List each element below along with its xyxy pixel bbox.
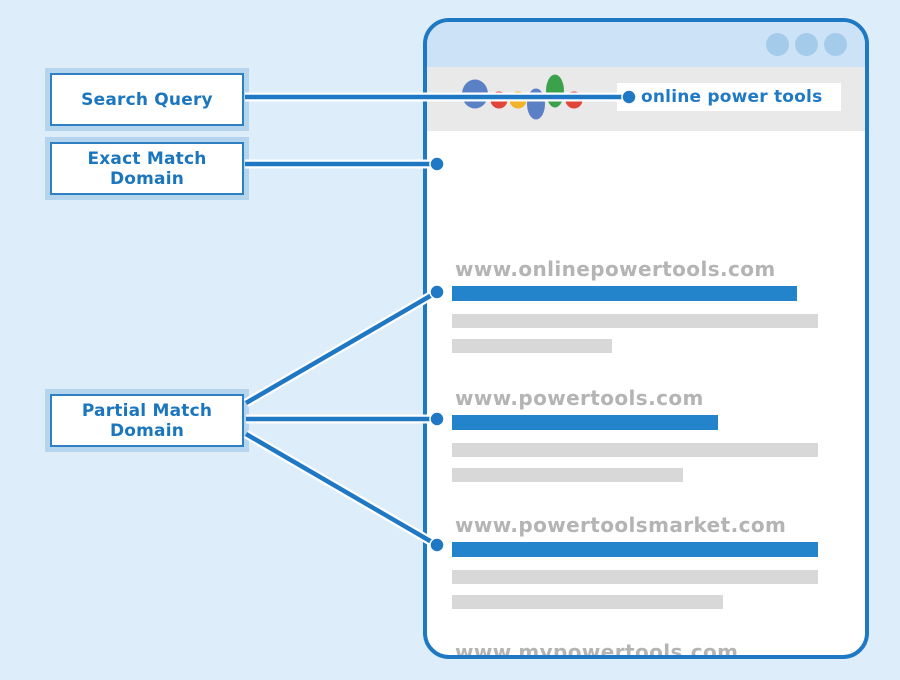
result-domain: www.powertools.com [455,386,704,410]
window-control-dot [824,33,847,56]
search-query-box: online power tools [617,83,841,111]
result-domain: www.onlinepowertools.com [455,257,776,281]
result-description-placeholder-bar [452,314,818,328]
connector-partial-match-2 [246,411,445,427]
window-control-dot [795,33,818,56]
search-bar-area: online power tools [427,67,865,131]
browser-titlebar [427,22,865,67]
search-result: www.onlinepowertools.com [452,259,818,353]
search-result: www.powertools.com [452,388,818,482]
result-title-placeholder-bar [452,286,797,301]
result-title-placeholder-bar [452,415,718,430]
result-domain: www.mypowertools.com [455,640,739,659]
label-box-partial-match-domain: Partial Match Domain [50,394,244,447]
google-style-logo-icon [462,74,583,120]
label-text: Partial Match [81,400,213,421]
label-text: Search Query [81,89,213,110]
browser-window: online power tools www.onlinepowertools.… [423,18,869,659]
label-text: Domain [109,168,185,189]
result-meta-placeholder-bar [452,595,723,609]
label-text: Exact Match [87,148,207,169]
result-description-placeholder-bar [452,443,818,457]
search-result: www.mypowertools.com [452,640,818,659]
connector-partial-match-1 [243,284,445,407]
connector-exact-match [245,156,445,172]
result-meta-placeholder-bar [452,468,683,482]
window-control-dot [766,33,789,56]
result-description-placeholder-bar [452,570,818,584]
connector-partial-match-3 [243,430,445,553]
search-query-text: online power tools [641,87,823,107]
result-meta-placeholder-bar [452,339,612,353]
label-box-search-query: Search Query [50,73,244,126]
label-text: Domain [109,420,185,441]
label-box-exact-match-domain: Exact Match Domain [50,142,244,195]
search-result: www.powertoolsmarket.com [452,515,818,609]
result-title-placeholder-bar [452,542,818,557]
result-domain: www.powertoolsmarket.com [455,513,787,537]
